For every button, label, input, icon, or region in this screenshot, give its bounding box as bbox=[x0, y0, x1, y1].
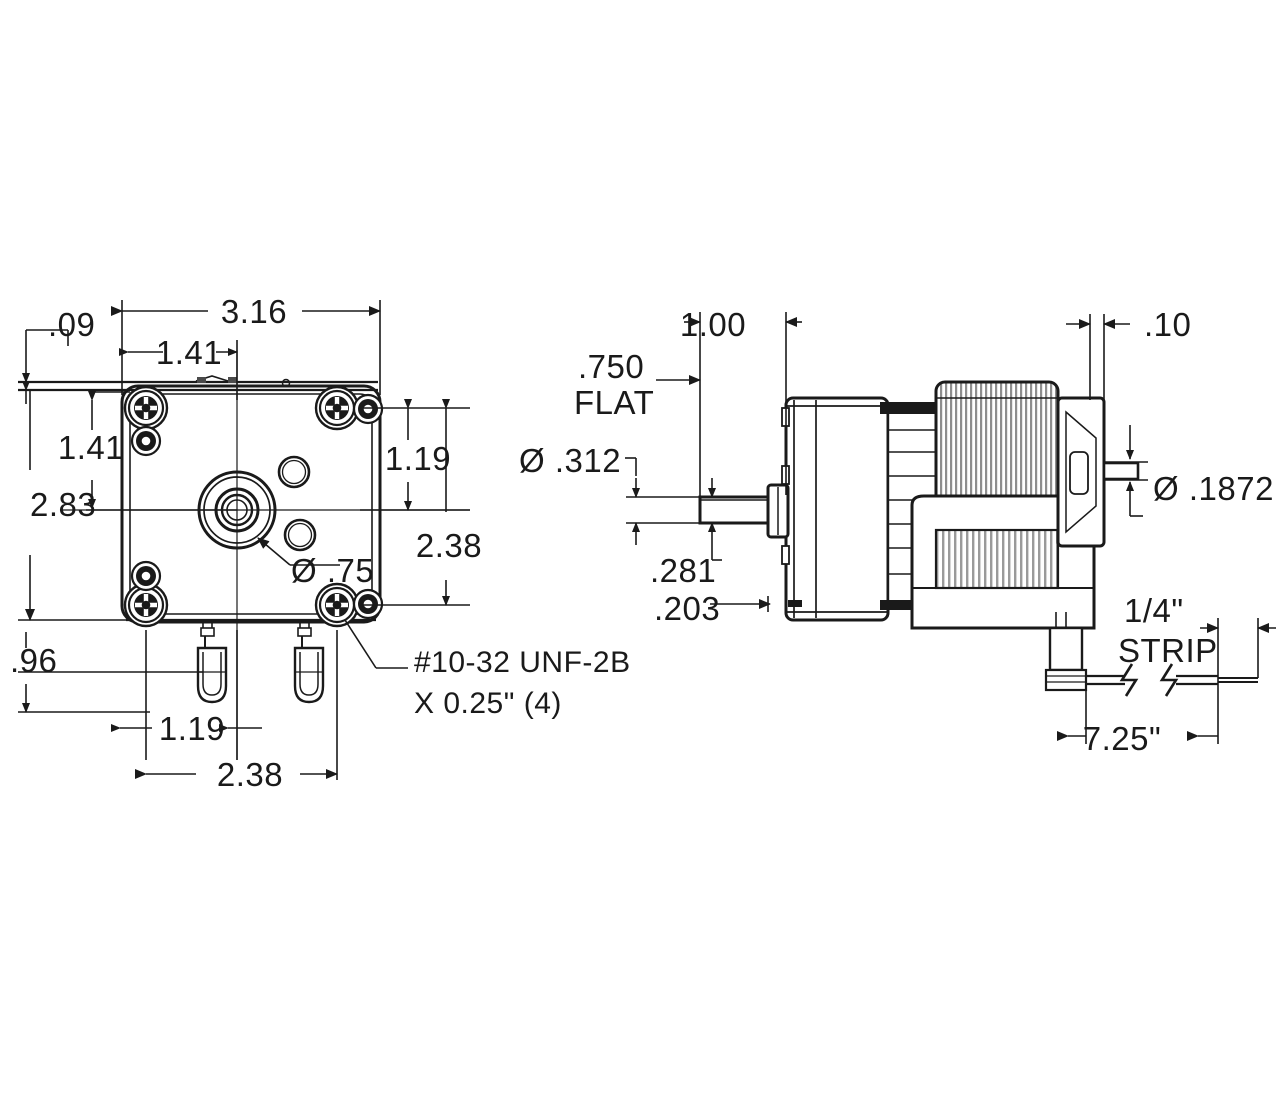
gearbox-detail-tab bbox=[788, 600, 802, 607]
mounting-screw-bottom-right bbox=[314, 582, 360, 628]
dim-label-1-00: 1.00 bbox=[680, 306, 746, 343]
terminal-hook-right bbox=[293, 622, 325, 704]
dim-label-rear-shaft-diameter: Ø .1872 bbox=[1153, 470, 1274, 507]
dim-label-1-19-bottom: 1.19 bbox=[159, 710, 225, 747]
dim-label-0-96: .96 bbox=[10, 642, 57, 679]
end-view-dimension-lines bbox=[18, 300, 470, 780]
bore-diameter-callout: Ø .75 bbox=[291, 552, 374, 589]
dim-label-0-10: .10 bbox=[1144, 306, 1191, 343]
dim-label-1-41-horizontal: 1.41 bbox=[156, 334, 222, 371]
dim-label-0-203: .203 bbox=[654, 590, 720, 627]
dim-label-flat: FLAT bbox=[574, 384, 654, 421]
rotor-lamination-band bbox=[934, 528, 1060, 590]
dim-label-2-38-right: 2.38 bbox=[416, 527, 482, 564]
bracket-bottom-bar bbox=[880, 600, 940, 610]
rear-shaft bbox=[1102, 461, 1140, 481]
bore-leader-line bbox=[257, 537, 291, 566]
lead-wire-segment-2 bbox=[1176, 674, 1218, 686]
end-view-geometry bbox=[18, 350, 470, 760]
relief-hole-upper bbox=[277, 455, 311, 489]
thread-callout-line-1: #10-32 UNF-2B bbox=[414, 646, 631, 679]
rear-bearing-hub bbox=[1069, 451, 1089, 495]
dim-label-3-16: 3.16 bbox=[221, 293, 287, 330]
output-shaft bbox=[698, 495, 770, 525]
side-view-geometry bbox=[698, 380, 1258, 697]
dim-label-2-83: 2.83 bbox=[30, 486, 96, 523]
cover-rivet-right bbox=[228, 377, 237, 383]
break-symbol-left bbox=[1119, 663, 1139, 697]
dim-label-0-281: .281 bbox=[650, 552, 716, 589]
mounting-screw-top-right bbox=[314, 385, 360, 431]
dim-label-0-750: .750 bbox=[578, 348, 644, 385]
thread-leader-line bbox=[344, 619, 377, 669]
dim-label-1-19-right: 1.19 bbox=[385, 440, 451, 477]
gearbox-inner-outline bbox=[129, 393, 373, 615]
cover-hole-detail bbox=[281, 378, 291, 388]
thread-callout-line-2: X 0.25" (4) bbox=[414, 687, 562, 720]
boss-bottom-left bbox=[130, 560, 162, 592]
gearbox-lug-bottom bbox=[781, 545, 790, 565]
dim-label-2-38-bottom: 2.38 bbox=[217, 756, 283, 793]
gearbox-housing-side bbox=[784, 396, 890, 622]
dim-label-0-09: .09 bbox=[48, 306, 95, 343]
terminal-hook-left bbox=[196, 622, 228, 704]
dim-label-shaft-diameter: Ø .312 bbox=[519, 442, 621, 479]
relief-hole-lower bbox=[283, 518, 317, 552]
boss-bottom-right bbox=[352, 588, 384, 620]
cover-rivet-left bbox=[197, 377, 206, 383]
lead-exit-pins bbox=[1055, 612, 1067, 628]
boss-top-left bbox=[130, 425, 162, 457]
end-view-dimension-text: .09 3.16 1.41 1.41 2.83 1.19 2.38 .96 1.… bbox=[10, 293, 631, 793]
lead-wire-segment-1 bbox=[1086, 674, 1125, 686]
stripped-conductor bbox=[1218, 677, 1258, 683]
bracket-top-bar bbox=[880, 402, 940, 414]
lead-boot-collar bbox=[1044, 668, 1088, 692]
mounting-screw-top-left bbox=[123, 385, 169, 431]
dim-label-strip-word: STRIP bbox=[1118, 632, 1218, 669]
dim-label-lead-length: 7.25" bbox=[1083, 720, 1161, 757]
boss-top-right bbox=[352, 393, 384, 425]
dim-label-strip-size: 1/4" bbox=[1124, 592, 1184, 629]
lead-boot bbox=[1048, 626, 1084, 672]
break-symbol-right bbox=[1159, 663, 1179, 697]
rear-bracket-spider bbox=[1065, 410, 1097, 534]
dim-label-1-41-vertical: 1.41 bbox=[58, 429, 124, 466]
side-view-dimension-lines bbox=[625, 312, 1276, 744]
side-view-dimension-text: 1.00 .750 FLAT Ø .312 .281 .203 .10 Ø .1… bbox=[519, 306, 1274, 757]
lead-boot-ribs bbox=[1046, 675, 1086, 683]
